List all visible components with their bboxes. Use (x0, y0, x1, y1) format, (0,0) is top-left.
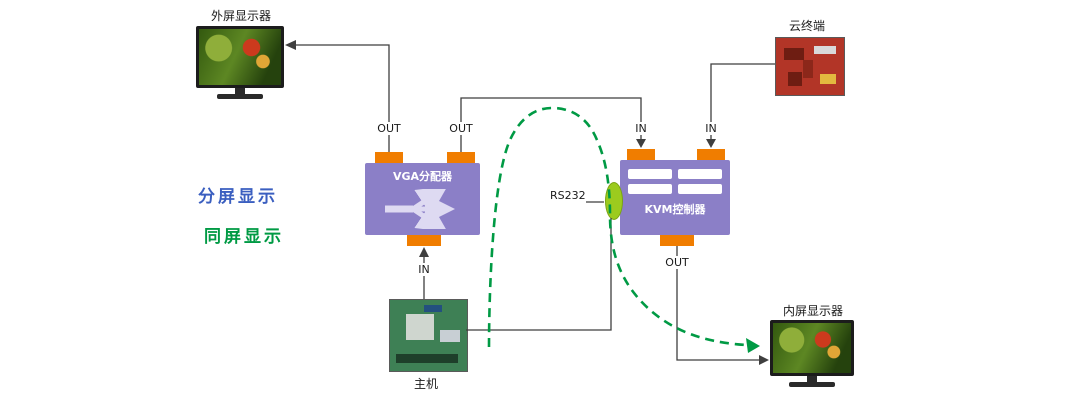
vga-splitter-box: VGA分配器 (365, 163, 480, 235)
line-cloud-to-kvm (710, 63, 775, 141)
kvm-in-right-label: IN (703, 122, 719, 135)
kvm-slot (628, 184, 672, 194)
line-host-to-rs232 (466, 218, 612, 331)
kvm-out-bottom-connector (660, 235, 694, 246)
arrowhead-up (419, 247, 429, 257)
vga-in-bottom-connector (407, 235, 441, 246)
kvm-slot (678, 184, 722, 194)
kvm-in-left-label: IN (633, 122, 649, 135)
cloud-terminal-label: 云终端 (789, 19, 826, 33)
vga-out-left-connector (375, 152, 403, 163)
kvm-controller-title: KVM控制器 (644, 203, 706, 216)
host-board (389, 299, 468, 372)
external-monitor (196, 26, 284, 99)
same-screen-path-arrowhead (746, 338, 760, 353)
external-monitor-screen (196, 26, 284, 88)
arrowhead-down (636, 139, 646, 148)
cloud-terminal-board (775, 37, 845, 96)
external-monitor-stand (235, 88, 245, 94)
arrowhead-right (759, 355, 769, 365)
arrowhead-left (285, 40, 296, 50)
internal-monitor-stand (807, 376, 817, 382)
kvm-in-left-connector (627, 149, 655, 160)
internal-monitor-label: 内屏显示器 (783, 304, 844, 318)
vga-out-right-label: OUT (447, 122, 475, 135)
host-label: 主机 (414, 377, 439, 391)
kvm-controller-box: KVM控制器 (620, 160, 730, 235)
external-monitor-label: 外屏显示器 (211, 9, 272, 23)
kvm-out-bottom-label: OUT (663, 256, 691, 269)
kvm-in-right-connector (697, 149, 725, 160)
kvm-slot (628, 169, 672, 179)
external-monitor-base (217, 94, 263, 99)
split-arrow-icon (385, 189, 455, 229)
internal-monitor-base (789, 382, 835, 387)
vga-splitter-title: VGA分配器 (392, 170, 453, 183)
arrowhead-down (706, 139, 716, 148)
rs232-port (605, 182, 623, 220)
internal-monitor-screen (770, 320, 854, 376)
line-vga-to-external-monitor (296, 44, 390, 152)
line-vga-to-kvm (460, 97, 642, 152)
same-screen-label: 同屏显示 (204, 227, 284, 247)
vga-in-bottom-label: IN (416, 263, 432, 276)
kvm-slot (678, 169, 722, 179)
rs232-label: RS232 (550, 189, 586, 202)
split-screen-label: 分屏显示 (198, 187, 278, 207)
vga-out-right-connector (447, 152, 475, 163)
internal-monitor (770, 320, 854, 387)
vga-out-left-label: OUT (375, 122, 403, 135)
